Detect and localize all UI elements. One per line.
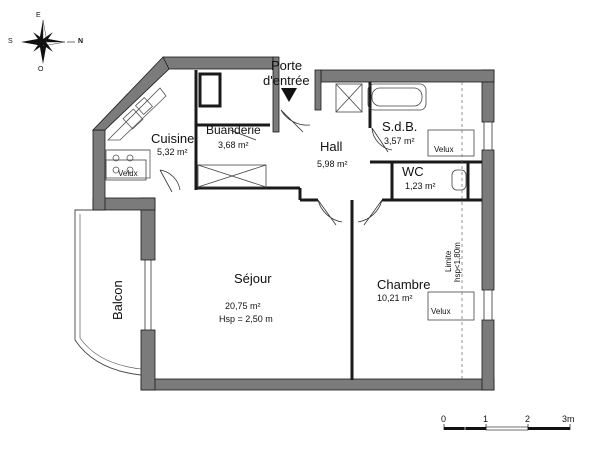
scale-tick-0: 0 (441, 414, 447, 424)
wall-bottom (140, 378, 495, 391)
velux-kitchen-label: Velux (118, 169, 138, 178)
wall-top-left (162, 56, 274, 70)
bathroom-door (371, 127, 393, 153)
entry-arrow (281, 88, 297, 102)
room-balcon-name: Balcon (110, 280, 125, 320)
sejour-window (144, 260, 152, 330)
velux-kitchen-frame (105, 159, 147, 181)
bathtub-inner (371, 87, 423, 107)
room-cuisine-name: Cuisine (151, 131, 195, 146)
room-buanderie-name: Buanderie (206, 123, 261, 137)
scale-bar (443, 424, 571, 431)
wall-entry-right (314, 69, 322, 111)
wall-entry-left (272, 56, 280, 133)
doors (159, 109, 393, 226)
interior-walls (194, 70, 482, 380)
velux-bath-frame (427, 129, 475, 157)
compass-letter-o: O (38, 66, 44, 73)
sejour-door-right (357, 199, 383, 226)
right-windows (483, 121, 493, 321)
wall-right-lower (481, 319, 495, 391)
velux-frames (105, 129, 475, 321)
compass-letter-n: N (78, 38, 84, 45)
buanderie-closet (198, 72, 222, 108)
room-chambre-area: 10,21 m² (377, 293, 413, 303)
room-buanderie-area: 3,68 m² (218, 140, 249, 150)
room-sejour-hsp: Hsp = 2,50 m (219, 314, 273, 324)
entry-door (280, 109, 311, 133)
entry-walls (272, 56, 322, 133)
wall-left-lower (140, 329, 156, 391)
compass-letter-s: S (8, 38, 13, 45)
wall-kitchen-diagonal (92, 56, 170, 131)
velux-bedroom-frame (427, 291, 475, 321)
velux-bath-label: Velux (434, 145, 454, 154)
scale-tick-2: 2 (525, 414, 531, 424)
bathroom-fixtures (335, 83, 467, 191)
room-chambre-name: Chambre (377, 277, 431, 292)
outer-walls (92, 56, 495, 391)
room-sdb-area: 3,57 m² (384, 136, 415, 146)
limit-hsp-line2: hsp<1,80m (453, 242, 462, 282)
entrance-label-line1: Porte (271, 58, 303, 73)
balcony-outline (74, 209, 142, 376)
bathtub (367, 83, 427, 111)
wall-kitchen-left (92, 129, 106, 211)
compass-rose (21, 19, 75, 64)
velux-bedroom-label: Velux (431, 307, 451, 316)
buanderie-door (229, 129, 257, 141)
shower (335, 83, 363, 113)
sejour-door-left (317, 199, 343, 226)
room-sejour-name: Séjour (234, 271, 272, 286)
room-cuisine-area: 5,32 m² (157, 147, 188, 157)
toilet (451, 169, 467, 191)
entrance-label-line2: d'entrée (263, 73, 310, 88)
buanderie-storage (197, 164, 267, 188)
kitchen-door (159, 169, 181, 193)
room-wc-name: WC (402, 164, 424, 179)
room-sejour-area: 20,75 m² (225, 301, 261, 311)
room-hall-area: 5,98 m² (317, 159, 348, 169)
limit-hsp-line1: Limite (444, 250, 453, 272)
balcony-inner (79, 214, 142, 370)
room-hall-name: Hall (320, 139, 343, 154)
scale-tick-1: 1 (483, 414, 489, 424)
wall-right-middle (481, 149, 495, 291)
compass-letter-e: E (36, 12, 41, 19)
room-sdb-name: S.d.B. (382, 119, 418, 134)
wall-top-right (320, 69, 495, 83)
room-wc-area: 1,23 m² (405, 181, 436, 191)
scale-tick-3: 3m (562, 414, 575, 424)
